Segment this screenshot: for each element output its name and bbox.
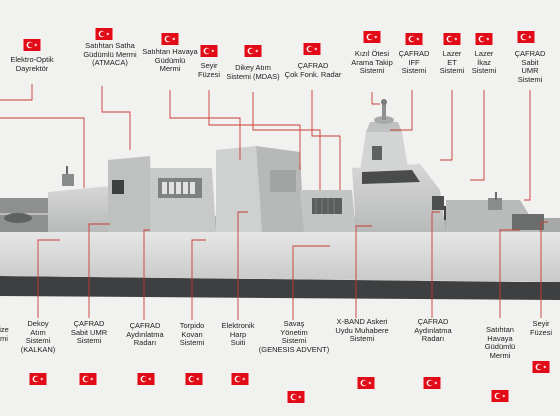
label-multifunction-radar: ÇAFRAD Çok Fonk. Radar [284,61,342,79]
hangar [48,186,112,232]
label-decoy-bottom: Seyir Füzesi [529,319,553,337]
leader-lines-top [0,84,531,201]
hull-bottom [0,276,560,300]
turkish-flag-icon [95,27,113,40]
main-gun [488,198,502,210]
vertical-launch-system [312,198,342,214]
turkish-flag-icon [363,30,381,43]
turkish-flag-icon [287,390,305,403]
label-iff: ÇAFRAD IFF Sistemi [398,49,430,76]
turkish-flag-icon [491,389,509,402]
label-laser-warning: Lazer İkaz Sistemi [471,49,497,76]
label-kalkan: Dekoy Atım Sistemi (KALKAN) [20,319,56,354]
label-laser-et: Lazer ET Sistemi [439,49,465,76]
label-xband: X-BAND Askeri Uydu Muhabere Sistemi [335,317,389,344]
turkish-flag-icon [23,38,41,51]
turkish-flag-icon [244,44,262,57]
label-esm-bottom: ÇAFRAD Sabit UMR Sistemi [70,319,108,346]
label-mdas: Dikey Atım Sistemi (MDAS) [226,63,280,81]
helicopter [4,213,32,223]
turkish-flag-icon [303,42,321,55]
leader-lines-bottom [37,211,548,320]
label-illumination-radar-right: ÇAFRAD Aydınlatma Radarı [414,317,452,344]
label-illumination-radar-left: ÇAFRAD Aydınlatma Radarı [126,321,164,348]
turkish-flag-icon [161,32,179,45]
turkish-flag-icon [405,32,423,45]
turkish-flag-icon [423,376,441,389]
funnel-block [216,146,262,232]
turkish-flag-icon [79,372,97,385]
label-decoy-top: Seyir Füzesi [197,61,221,79]
turkish-flag-icon [185,372,203,385]
label-torpedo: Torpido Kovan Sistemi [179,321,205,348]
turkish-flag-icon [29,372,47,385]
label-genesis-advent: Savaş Yönetim Sistemi (GENESIS ADVENT) [258,319,330,354]
label-ew-suite: Elektronik Harp Suiti [221,321,255,348]
bridge-windows [362,170,420,184]
label-surface-to-air-missile-top: Satıhtan Havaya Güdümlü Mermi [142,47,198,74]
hull-side [0,232,560,282]
mid-superstructure [150,168,216,232]
turkish-flag-icon [532,360,550,373]
label-esm-top: ÇAFRAD Sabit UMR Sistemi [514,49,546,84]
turkish-flag-icon [200,44,218,57]
forward-launcher [512,214,544,230]
label-cut-off: ize mi [0,325,9,343]
label-electro-optic-director: Elektro-Optik Dayrektör [10,55,54,73]
radar-panel [372,146,382,160]
turkish-flag-icon [517,30,535,43]
turkish-flag-icon [137,372,155,385]
label-atmaca: Satıhtan Satha Güdümlü Mermi (ATMACA) [83,41,137,68]
label-surface-to-air-missile-bottom: Satıhtan Havaya Güdümlü Mermi [484,325,516,360]
turkish-flag-icon [443,32,461,45]
aft-superstructure [108,156,152,232]
turkish-flag-icon [231,372,249,385]
mast-tower [360,132,408,170]
turkish-flag-icon [357,376,375,389]
label-irst: Kızıl Ötesi Arama Takip Sistemi [351,49,393,76]
turkish-flag-icon [475,32,493,45]
